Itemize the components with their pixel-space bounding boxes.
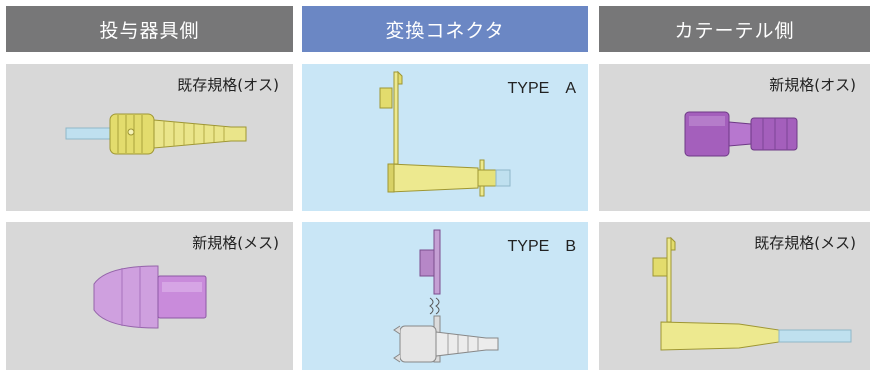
header-device-side-label: 投与器具側 bbox=[99, 19, 200, 42]
new-female-connector-image bbox=[93, 265, 207, 329]
card-existing-male: 既存規格(オス) bbox=[6, 64, 293, 211]
existing-male-connector-image bbox=[65, 113, 247, 155]
card-new-female: 新規格(メス) bbox=[6, 222, 293, 370]
card-new-female-label: 新規格(メス) bbox=[192, 234, 279, 252]
card-type-b-label: TYPE B bbox=[507, 238, 576, 255]
header-device-side: 投与器具側 bbox=[6, 6, 293, 52]
card-existing-female: 既存規格(メス) bbox=[599, 222, 870, 370]
header-catheter-side-label: カテーテル側 bbox=[674, 19, 795, 42]
type-a-connector-image bbox=[379, 70, 511, 197]
header-catheter-side: カテーテル側 bbox=[599, 6, 870, 52]
card-existing-male-label: 既存規格(オス) bbox=[177, 76, 279, 94]
type-b-connector-image bbox=[393, 229, 499, 363]
new-male-connector-image bbox=[684, 111, 798, 157]
header-conversion-connector: 変換コネクタ bbox=[302, 6, 588, 52]
card-type-b: TYPE B bbox=[302, 222, 588, 370]
card-new-male-label: 新規格(オス) bbox=[769, 76, 856, 94]
card-existing-female-label: 既存規格(メス) bbox=[754, 234, 856, 252]
existing-female-connector-image bbox=[652, 236, 852, 351]
header-conversion-connector-label: 変換コネクタ bbox=[385, 19, 505, 42]
card-type-a: TYPE A bbox=[302, 64, 588, 211]
card-new-male: 新規格(オス) bbox=[599, 64, 870, 211]
card-type-a-label: TYPE A bbox=[507, 80, 576, 97]
